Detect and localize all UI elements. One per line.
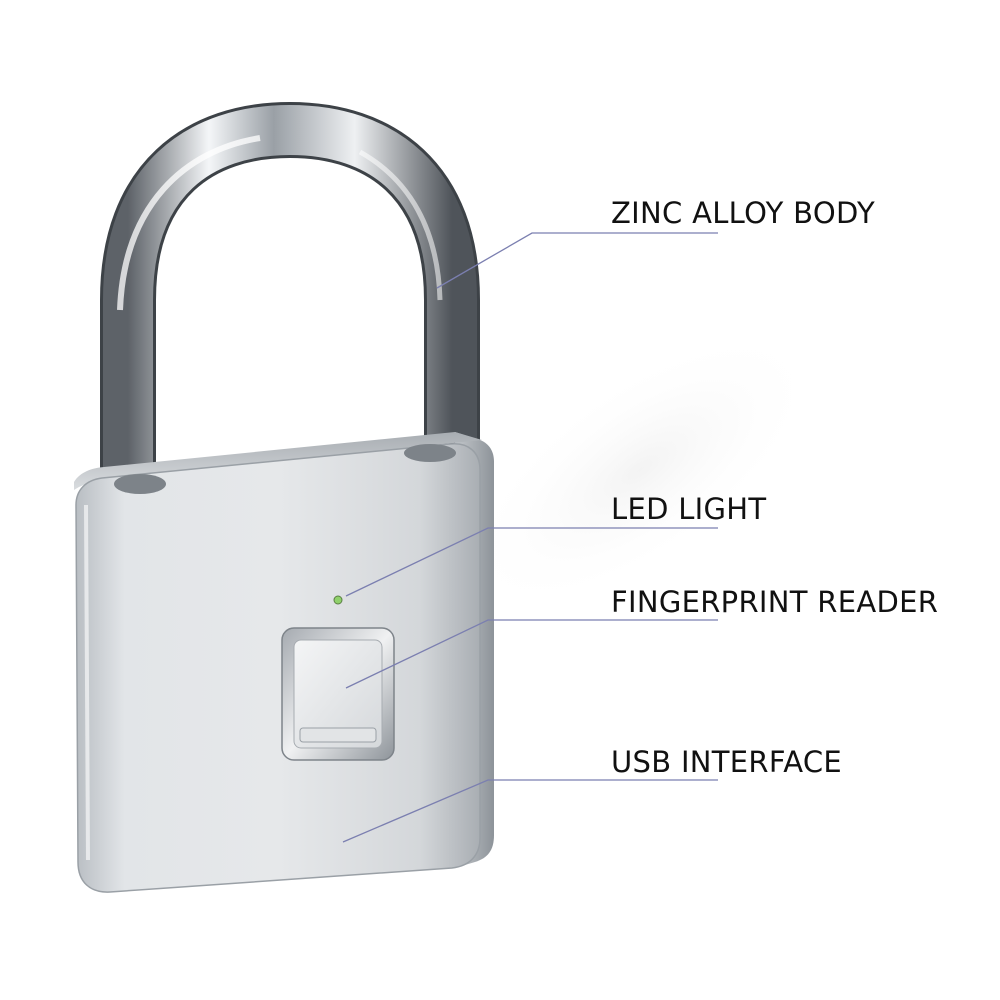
callout-fingerprint-reader: FINGERPRINT READER <box>611 585 939 619</box>
padlock-body <box>75 443 481 893</box>
padlock-shackle <box>100 101 480 500</box>
callout-led-light: LED LIGHT <box>611 492 767 526</box>
leader-lines <box>342 232 718 843</box>
leader-line-led-light <box>345 527 718 597</box>
callout-zinc-alloy-body: ZINC ALLOY BODY <box>611 196 876 230</box>
shackle-collars <box>114 444 456 494</box>
fingerprint-reader-icon <box>281 627 395 761</box>
leader-line-usb-interface <box>342 779 718 843</box>
leader-line-fingerprint-reader <box>345 619 718 689</box>
leader-line-zinc-alloy-body <box>436 232 718 289</box>
reflection-glow <box>460 328 820 612</box>
callout-usb-interface: USB INTERFACE <box>611 745 843 779</box>
led-light-icon <box>333 595 343 605</box>
